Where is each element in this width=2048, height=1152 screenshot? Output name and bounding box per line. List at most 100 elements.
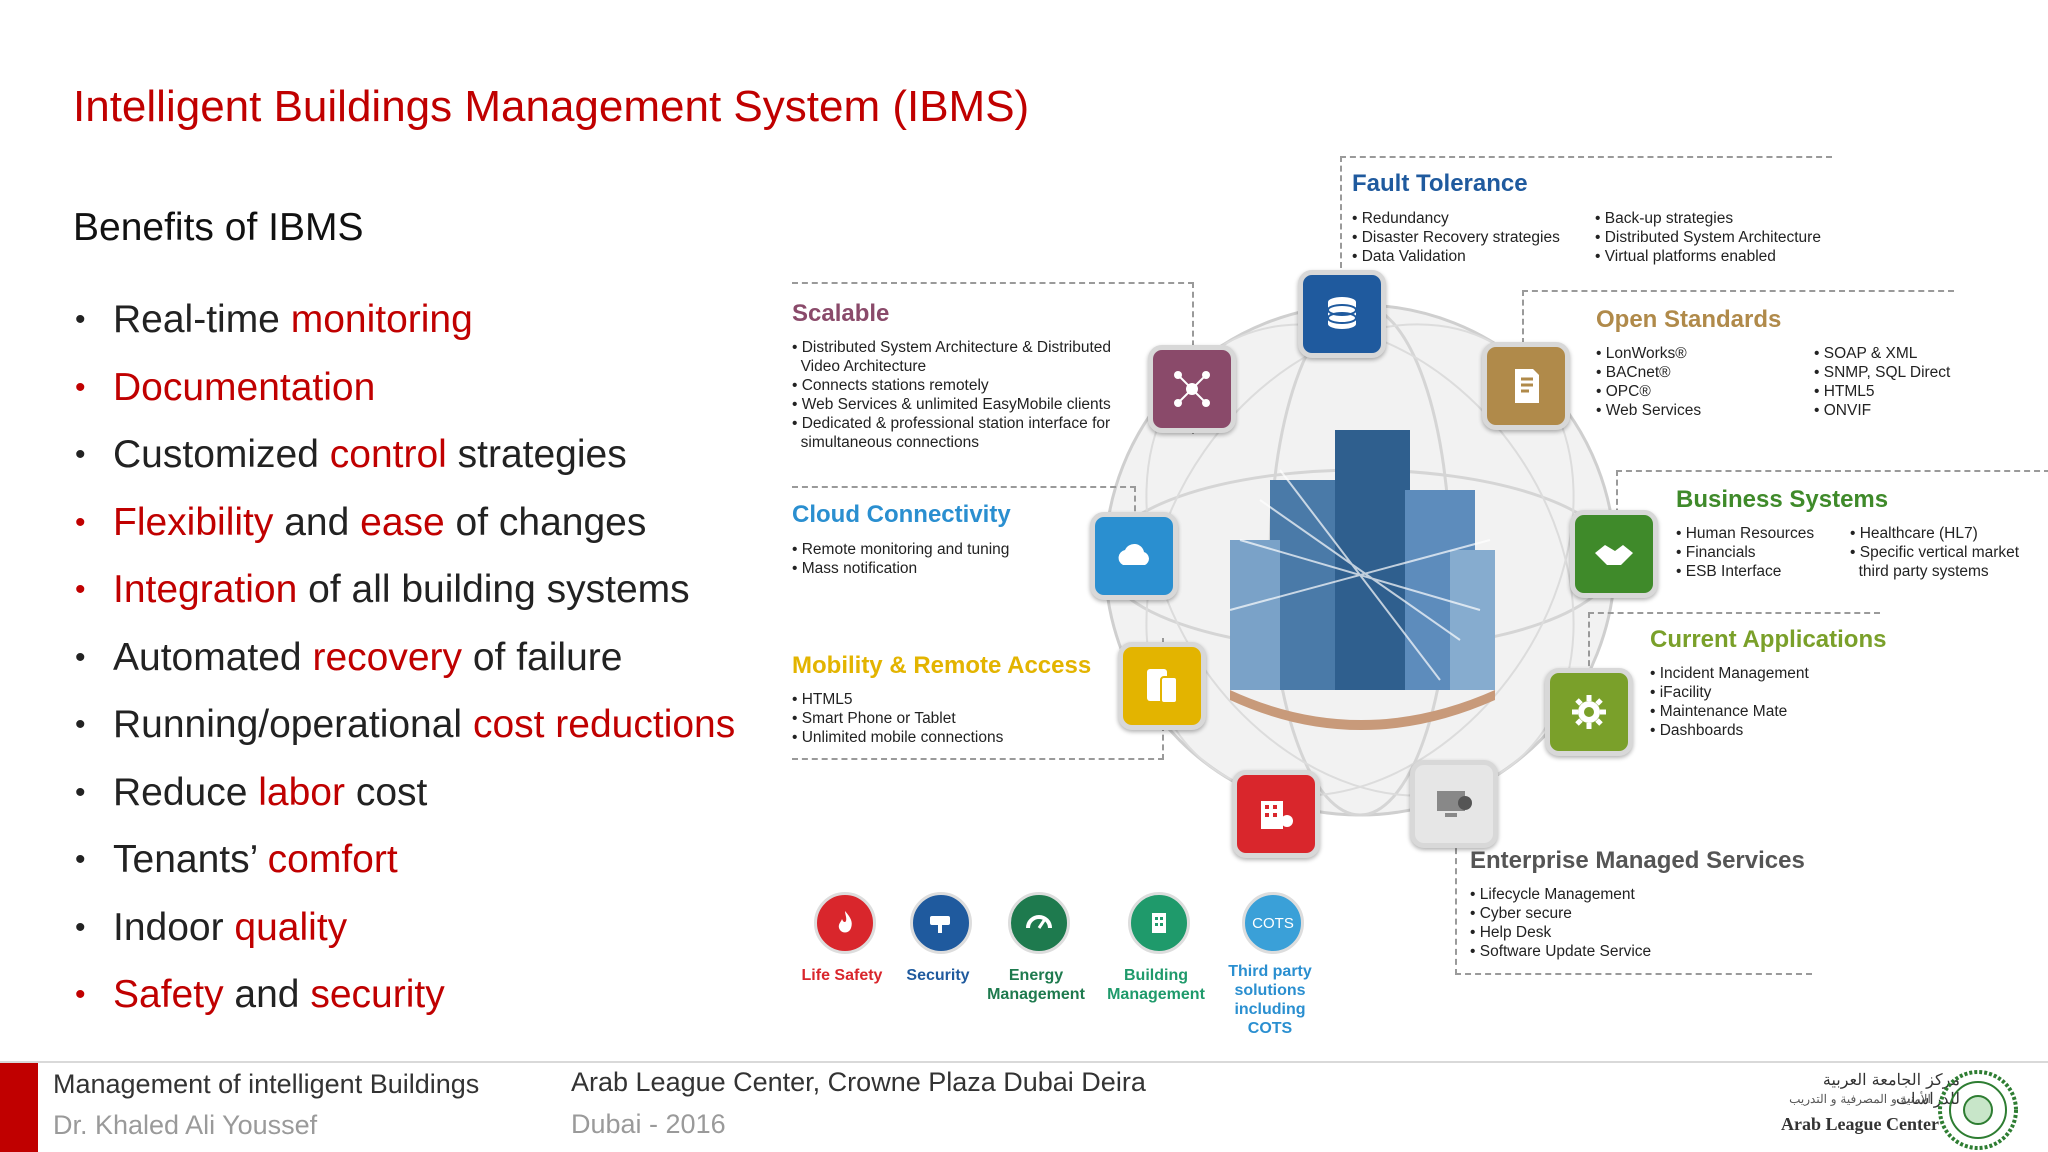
footer-divider: [0, 1061, 2048, 1063]
slide-title: Intelligent Buildings Management System …: [73, 82, 1030, 131]
benefit-item: •Real-time monitoring: [73, 295, 735, 363]
camera-icon: [910, 892, 972, 954]
benefit-text: Customized: [113, 433, 330, 476]
benefit-item: • Tenants’ comfort: [73, 835, 735, 903]
benefit-highlight: Safety: [113, 973, 224, 1016]
bottom-label: Life Safety: [801, 967, 883, 984]
benefit-text: and: [223, 973, 311, 1016]
open-standards-box: [1522, 290, 1954, 392]
benefit-highlight: cost reductions: [472, 703, 736, 746]
bullet-dot: •: [75, 775, 86, 809]
cloud-icon: [1090, 512, 1178, 600]
benefit-highlight: monitoring: [290, 298, 473, 341]
document-icon: [1482, 342, 1570, 430]
benefit-highlight: security: [310, 973, 445, 1016]
list-item: Maintenance Mate: [1650, 702, 1809, 721]
list-item: HTML5: [792, 690, 1003, 709]
benefit-text: of changes: [444, 500, 647, 544]
building-icon: [1232, 770, 1320, 858]
list-item: Lifecycle Management: [1470, 885, 1651, 904]
gear-icon: [1545, 668, 1633, 756]
mobility-title: Mobility & Remote Access: [792, 652, 1092, 679]
benefit-highlight: labor: [258, 770, 345, 814]
bottom-label: Security: [906, 967, 970, 984]
benefit-text: strategies: [446, 433, 627, 476]
list-item: Distributed System Architecture & Distri…: [792, 338, 1111, 357]
network-icon: [1148, 345, 1236, 433]
list-item: iFacility: [1650, 683, 1809, 702]
benefit-text: of failure: [462, 635, 623, 679]
list-item: Software Update Service: [1470, 942, 1651, 961]
benefits-list: •Real-time monitoring•Documentation•Cust…: [73, 295, 735, 1038]
bullet-dot: •: [75, 708, 86, 741]
benefit-text: Indoor: [113, 905, 235, 949]
enterprise-title: Enterprise Managed Services: [1470, 847, 1805, 874]
business-list-1: Human Resources Financials ESB Interface: [1676, 524, 1814, 581]
list-item: Disaster Recovery strategies: [1352, 228, 1560, 247]
benefit-item: •Customized control strategies: [73, 430, 735, 498]
list-item: Data Validation: [1352, 247, 1560, 266]
enterprise-box: [1455, 838, 1812, 975]
bullet-dot: •: [75, 978, 86, 1011]
bullet-dot: •: [75, 505, 86, 539]
bottom-label: Building Management: [1107, 967, 1205, 1003]
bottom-label: Energy Management: [987, 967, 1085, 1003]
list-item: BACnet®: [1596, 363, 1701, 382]
open-standards-title: Open Standards: [1596, 306, 1782, 333]
enterprise-list: Lifecycle Management Cyber secure Help D…: [1470, 885, 1651, 961]
benefit-text: Running/operational: [113, 703, 473, 746]
fault-tolerance-box: [1340, 156, 1832, 268]
current-apps-list: Incident Management iFacility Maintenanc…: [1650, 664, 1809, 740]
tower-icon: [1128, 892, 1190, 954]
fault-tolerance-title: Fault Tolerance: [1352, 170, 1528, 197]
benefit-text: and: [273, 500, 361, 544]
footer-author: Dr. Khaled Ali Youssef: [53, 1110, 318, 1140]
benefit-item: • Reduce labor cost: [73, 768, 735, 836]
list-item: Smart Phone or Tablet: [792, 709, 1003, 728]
benefit-highlight: comfort: [267, 838, 398, 881]
benefit-highlight: control: [329, 433, 447, 476]
flame-icon: [814, 892, 876, 954]
list-item: Cyber secure: [1470, 904, 1651, 923]
scalable-title: Scalable: [792, 300, 890, 327]
buildings-graphic: [1229, 430, 1495, 730]
benefit-item: •Automated recovery of failure: [73, 633, 735, 701]
fault-tolerance-list-2: Back-up strategies Distributed System Ar…: [1595, 209, 1821, 266]
scalable-list: Distributed System Architecture & Distri…: [792, 338, 1111, 452]
list-item: Virtual platforms enabled: [1595, 247, 1821, 266]
benefit-highlight: Documentation: [113, 365, 376, 409]
benefit-text: cost: [345, 770, 428, 814]
list-item: Healthcare (HL7): [1850, 524, 2019, 543]
business-title: Business Systems: [1676, 486, 1889, 513]
bullet-dot: •: [75, 370, 86, 404]
benefit-item: • Documentation: [73, 363, 735, 431]
current-apps-title: Current Applications: [1650, 626, 1887, 653]
globe-graphic: [1103, 303, 1617, 817]
cots-icon-text: COTS: [1252, 914, 1294, 932]
list-item: SOAP & XML: [1814, 344, 1950, 363]
benefit-text: Real-time: [113, 298, 291, 341]
gauge-icon: [1008, 892, 1070, 954]
database-icon: [1298, 270, 1386, 358]
cloud-list: Remote monitoring and tuning Mass notifi…: [792, 540, 1010, 578]
slide-subtitle: Benefits of IBMS: [73, 206, 364, 249]
list-item: simultaneous connections: [800, 434, 979, 451]
benefit-highlight: recovery: [312, 635, 463, 679]
mobile-device-icon: [1118, 642, 1206, 730]
benefit-text: Automated: [113, 635, 313, 679]
seal-icon: [1938, 1070, 2018, 1150]
arab-league-center-logo: مركز الجامعة العربية للدراسات الأمنية و …: [1730, 1068, 2030, 1150]
list-item: Unlimited mobile connections: [792, 728, 1004, 747]
list-item: ESB Interface: [1676, 562, 1814, 581]
list-item: ONVIF: [1814, 401, 1950, 420]
benefit-text: Reduce: [113, 770, 259, 814]
list-item: SNMP, SQL Direct: [1814, 363, 1951, 382]
footer-course-title: Management of intelligent Buildings: [53, 1069, 480, 1099]
handshake-icon: [1570, 510, 1658, 598]
list-item: Specific vertical market: [1850, 543, 2019, 562]
bullet-dot: •: [75, 843, 86, 876]
logo-arabic-line-2: الأمنية و المصرفية و التدريب: [1789, 1092, 1931, 1106]
benefit-item: •Integration of all building systems: [73, 565, 735, 633]
ibms-diagram: Fault Tolerance Redundancy Disaster Reco…: [780, 150, 2048, 1050]
benefit-text: Tenants’: [113, 838, 268, 881]
